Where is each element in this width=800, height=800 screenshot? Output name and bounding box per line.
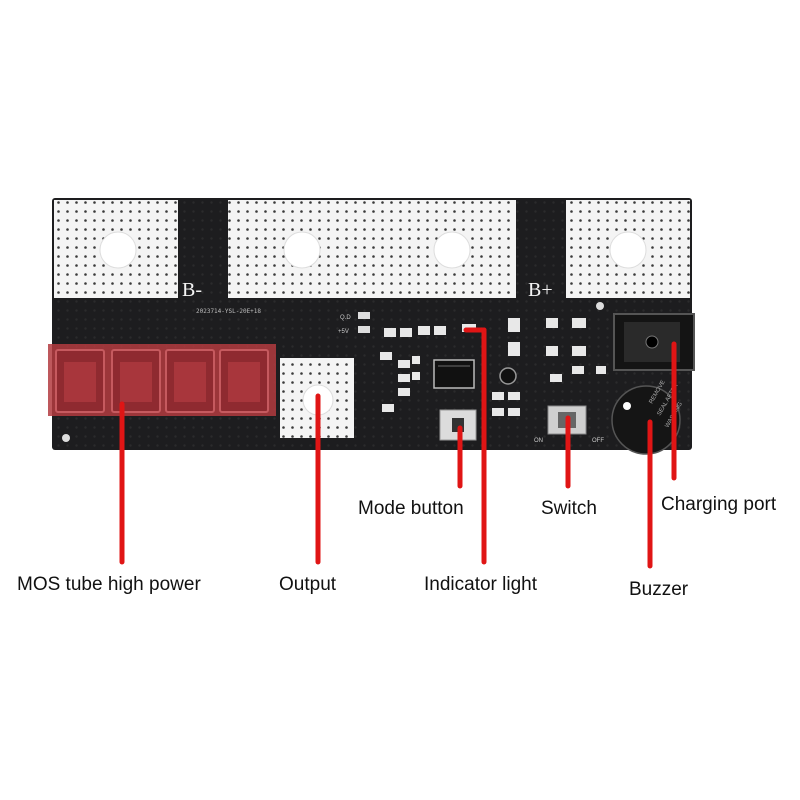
battery-pad-right <box>566 200 690 298</box>
label-switch: Switch <box>541 498 597 519</box>
terminal-minus-label: B- <box>182 279 202 301</box>
label-mos-tube: MOS tube high power <box>17 574 201 595</box>
silk-5v: +5V <box>338 329 349 335</box>
charging-port <box>613 313 695 371</box>
silk-qd: Q.D <box>340 315 351 321</box>
label-output: Output <box>279 574 337 595</box>
silk-on: ON <box>534 438 543 444</box>
microcontroller-chip <box>433 359 475 389</box>
label-charging-port: Charging port <box>661 494 777 515</box>
leader-lines <box>119 327 677 569</box>
battery-pad-left <box>54 200 178 298</box>
terminal-plus-label: B+ <box>528 279 553 301</box>
battery-pad-center <box>228 200 516 298</box>
silk-off: OFF <box>592 438 604 444</box>
label-buzzer: Buzzer <box>629 579 689 600</box>
mos-transistor-group <box>48 344 276 416</box>
silk-code: 2023714-YSL-20E+18 <box>196 308 261 315</box>
label-indicator-light: Indicator light <box>424 574 538 595</box>
label-mode-button: Mode button <box>358 498 464 519</box>
